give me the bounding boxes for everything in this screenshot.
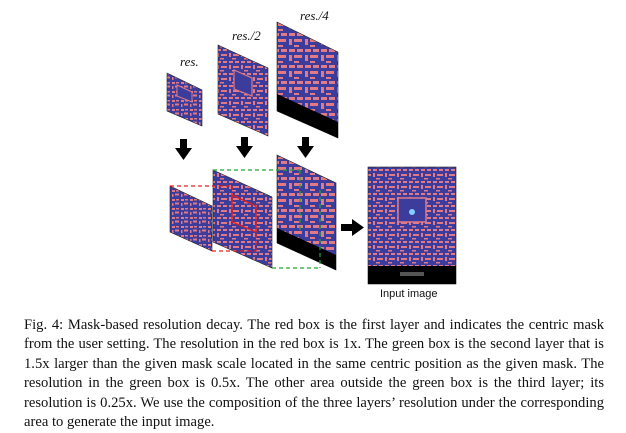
tile-res-half xyxy=(217,44,269,137)
red-box xyxy=(170,185,257,252)
caption-label: Fig. 4: xyxy=(24,317,64,333)
tile-res-quarter xyxy=(276,21,339,139)
layer-red-tile xyxy=(169,185,213,252)
svg-text:res./2: res./2 xyxy=(232,28,261,43)
right-arrow-icon xyxy=(341,219,364,236)
top-label-res-half: res./2 xyxy=(232,28,261,43)
top-label-res-quarter: res./4 xyxy=(300,8,329,23)
output-label: Input image xyxy=(380,288,437,300)
top-label-res: res. xyxy=(180,54,199,69)
svg-text:res.: res. xyxy=(180,54,199,69)
tile-res-full xyxy=(166,72,203,127)
down-arrow-icon xyxy=(175,139,192,160)
figure: res. res./2 res./4 xyxy=(166,8,457,300)
down-arrow-icon xyxy=(236,137,253,158)
output-image xyxy=(367,166,457,285)
svg-text:res./4: res./4 xyxy=(300,8,329,23)
green-box xyxy=(213,169,321,269)
down-arrow-icon xyxy=(297,137,314,158)
layer-green-tile xyxy=(212,169,273,269)
layer-full-tile xyxy=(276,154,337,271)
figure-caption: Fig. 4: Mask-based resolution decay. The… xyxy=(24,316,604,432)
caption-text: Mask-based resolution decay. The red box… xyxy=(24,317,604,431)
